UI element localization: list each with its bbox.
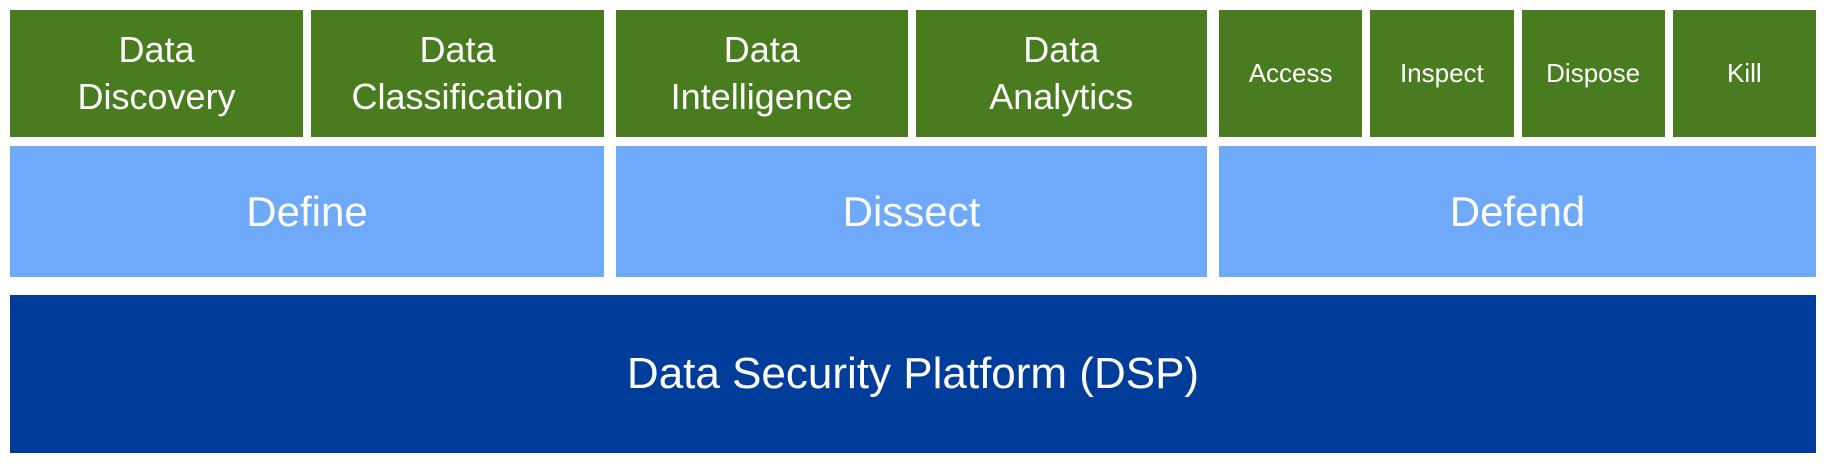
box-phase-define: Define [10,146,604,277]
group-dissect: Data Intelligence Data Analytics Dissect [616,10,1207,277]
box-access: Access [1219,10,1363,137]
box-phase-dissect: Dissect [616,146,1207,277]
group-define: Data Discovery Data Classification Defin… [10,10,604,277]
box-dispose: Dispose [1521,10,1665,137]
box-data-discovery: Data Discovery [10,10,303,137]
dissect-capability-row: Data Intelligence Data Analytics [616,10,1207,137]
defend-capability-row: Access Inspect Dispose Kill [1219,10,1816,137]
box-inspect: Inspect [1370,10,1514,137]
group-defend: Access Inspect Dispose Kill Defend [1219,10,1816,277]
box-data-intelligence: Data Intelligence [616,10,908,137]
define-capability-row: Data Discovery Data Classification [10,10,604,137]
box-data-security-platform: Data Security Platform (DSP) [10,295,1816,453]
box-data-classification: Data Classification [311,10,604,137]
phase-columns: Data Discovery Data Classification Defin… [10,10,1816,277]
box-kill: Kill [1672,10,1816,137]
box-phase-defend: Defend [1219,146,1816,277]
box-data-analytics: Data Analytics [915,10,1207,137]
